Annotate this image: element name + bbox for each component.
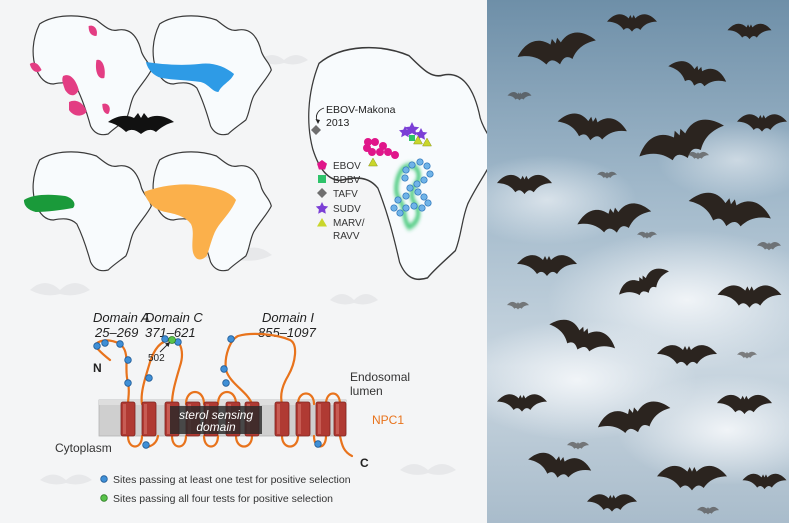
square-icon bbox=[318, 175, 326, 183]
domain-i-range: 855–1097 bbox=[258, 325, 317, 340]
ssd-label-line2: domain bbox=[196, 420, 236, 434]
map-annotation-year: 2013 bbox=[326, 117, 350, 129]
legend-item-ebov: EBOV bbox=[317, 160, 361, 172]
legend-item-tafv: TAFV bbox=[317, 188, 358, 200]
site-502-label: 502 bbox=[148, 353, 165, 364]
legend-label: EBOV bbox=[333, 161, 361, 172]
selection-sites bbox=[93, 335, 322, 449]
blue-site-icon bbox=[100, 475, 108, 483]
map-range-orange bbox=[143, 151, 272, 272]
domain-c-label: Domain C bbox=[145, 310, 203, 325]
legend-four-tests: Sites passing all four tests for positiv… bbox=[113, 493, 333, 505]
diamond-icon bbox=[317, 188, 327, 198]
legend-label: MARV/ bbox=[333, 218, 365, 229]
npc1-diagram: Domain A 25–269 Domain C 371–621 Domain … bbox=[55, 310, 410, 505]
npc1-label: NPC1 bbox=[372, 413, 404, 427]
background-bats bbox=[30, 55, 456, 485]
npc1-loops bbox=[94, 332, 354, 458]
endosomal-lumen-label-line1: Endosomal bbox=[350, 370, 410, 384]
bat-silhouette-icon bbox=[108, 113, 174, 134]
star-icon bbox=[315, 202, 329, 214]
green-site-icon bbox=[100, 494, 108, 502]
domain-c-range: 371–621 bbox=[145, 325, 196, 340]
map-range-pink bbox=[29, 15, 152, 136]
bat-photo bbox=[487, 0, 789, 523]
site-502-arrow bbox=[159, 343, 169, 353]
domain-i-label: Domain I bbox=[262, 310, 314, 325]
legend-one-test: Sites passing at least one test for posi… bbox=[113, 474, 351, 486]
legend-label: TAFV bbox=[333, 189, 358, 200]
domain-a-label: Domain A bbox=[93, 310, 150, 325]
legend-label: BDBV bbox=[333, 175, 361, 186]
map-legend: EBOV BDBV TAFV SUDV MARV/ RAVV bbox=[315, 160, 365, 242]
cytoplasm-label: Cytoplasm bbox=[55, 441, 112, 455]
map-range-blue bbox=[145, 15, 272, 136]
endosomal-lumen-label-line2: lumen bbox=[350, 384, 383, 398]
bat-photo-svg bbox=[487, 0, 789, 523]
left-panel: EBOV-Makona 2013 EBOV BDBV TAFV bbox=[0, 0, 487, 523]
domain-a-range: 25–269 bbox=[94, 325, 138, 340]
sterol-sensing-domain-box bbox=[170, 406, 262, 434]
c-terminus-label: C bbox=[360, 456, 369, 470]
legend-item-sudv: SUDV bbox=[315, 202, 361, 215]
legend-label: SUDV bbox=[333, 204, 361, 215]
map-range-green bbox=[23, 151, 152, 272]
pentagon-icon bbox=[317, 160, 327, 170]
triangle-icon bbox=[317, 218, 327, 227]
large-map-markers bbox=[311, 107, 434, 217]
selection-legend: Sites passing at least one test for posi… bbox=[100, 474, 351, 505]
legend-item-bdbv: BDBV bbox=[318, 175, 361, 186]
site-502-arrowhead bbox=[165, 342, 170, 347]
map-annotation-label: EBOV-Makona bbox=[326, 104, 396, 116]
site-502-marker bbox=[168, 336, 176, 344]
figure-svg: EBOV-Makona 2013 EBOV BDBV TAFV bbox=[23, 15, 487, 505]
n-terminus-label: N bbox=[93, 361, 102, 375]
ssd-label-line1: sterol sensing bbox=[179, 408, 253, 422]
legend-item-marv: MARV/ RAVV bbox=[317, 218, 365, 242]
legend-label: RAVV bbox=[333, 231, 360, 242]
membrane-highlight bbox=[99, 400, 346, 405]
